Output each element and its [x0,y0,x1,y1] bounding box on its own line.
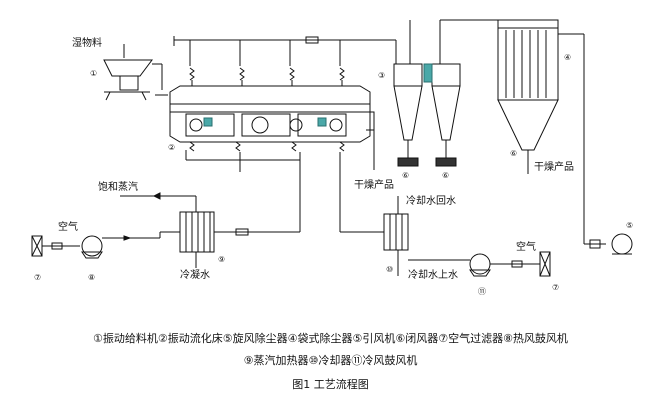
number-1: ① [90,69,97,78]
number-5: ⑤ [626,221,633,230]
label-saturated-steam: 饱和蒸汽 [98,180,138,193]
label-cooling-supply: 冷却水上水 [408,268,458,281]
cooler [383,196,470,276]
label-air-right: 空气 [516,240,536,253]
air-filter-right [539,251,551,277]
label-dry-product-right: 干燥产品 [534,160,574,173]
process-flow-diagram: 湿物料 饱和蒸汽 干燥产品 干燥产品 冷却水回水 冷却水上水 冷凝水 空气 空气… [31,19,633,296]
number-7b: ⑦ [552,283,559,292]
rotary-valve [397,157,457,167]
cold-air-blower [469,253,540,277]
induced-draft-fan [584,233,633,255]
label-air-left: 空气 [58,220,78,233]
figure-caption: 图1 工艺流程图 [292,378,369,391]
number-2: ② [168,143,175,152]
cyclone-separator [393,19,500,158]
number-6c: ⑥ [510,149,517,158]
number-6a: ⑥ [402,171,409,180]
label-condensate: 冷凝水 [180,268,210,281]
legend-line-2: ⑨蒸汽加热器⑩冷却器⑪冷风鼓风机 [243,354,418,367]
air-filter-left [31,235,80,257]
number-4: ④ [564,53,571,62]
label-cooling-return: 冷却水回水 [406,194,456,207]
label-wet-material: 湿物料 [72,36,102,49]
vibrating-fluidized-bed [169,60,375,152]
number-8: ⑧ [88,273,95,282]
legend-line-1: ①振动给料机②振动流化床⑤旋风除尘器④袋式除尘器⑤引风机⑥闭风器⑦空气过滤器⑧热… [93,332,568,345]
number-7a: ⑦ [34,273,41,282]
number-9: ⑨ [218,255,225,264]
number-3: ③ [378,71,385,80]
bag-filter [497,19,585,244]
vibrating-feeder [103,44,168,101]
hot-air-blower [81,231,180,259]
steam-heater [120,192,300,268]
label-dry-product-mid: 干燥产品 [354,178,394,191]
number-6b: ⑥ [442,171,449,180]
number-11: ⑪ [478,287,486,296]
number-10: ⑩ [386,265,393,274]
header-valve [305,36,319,44]
